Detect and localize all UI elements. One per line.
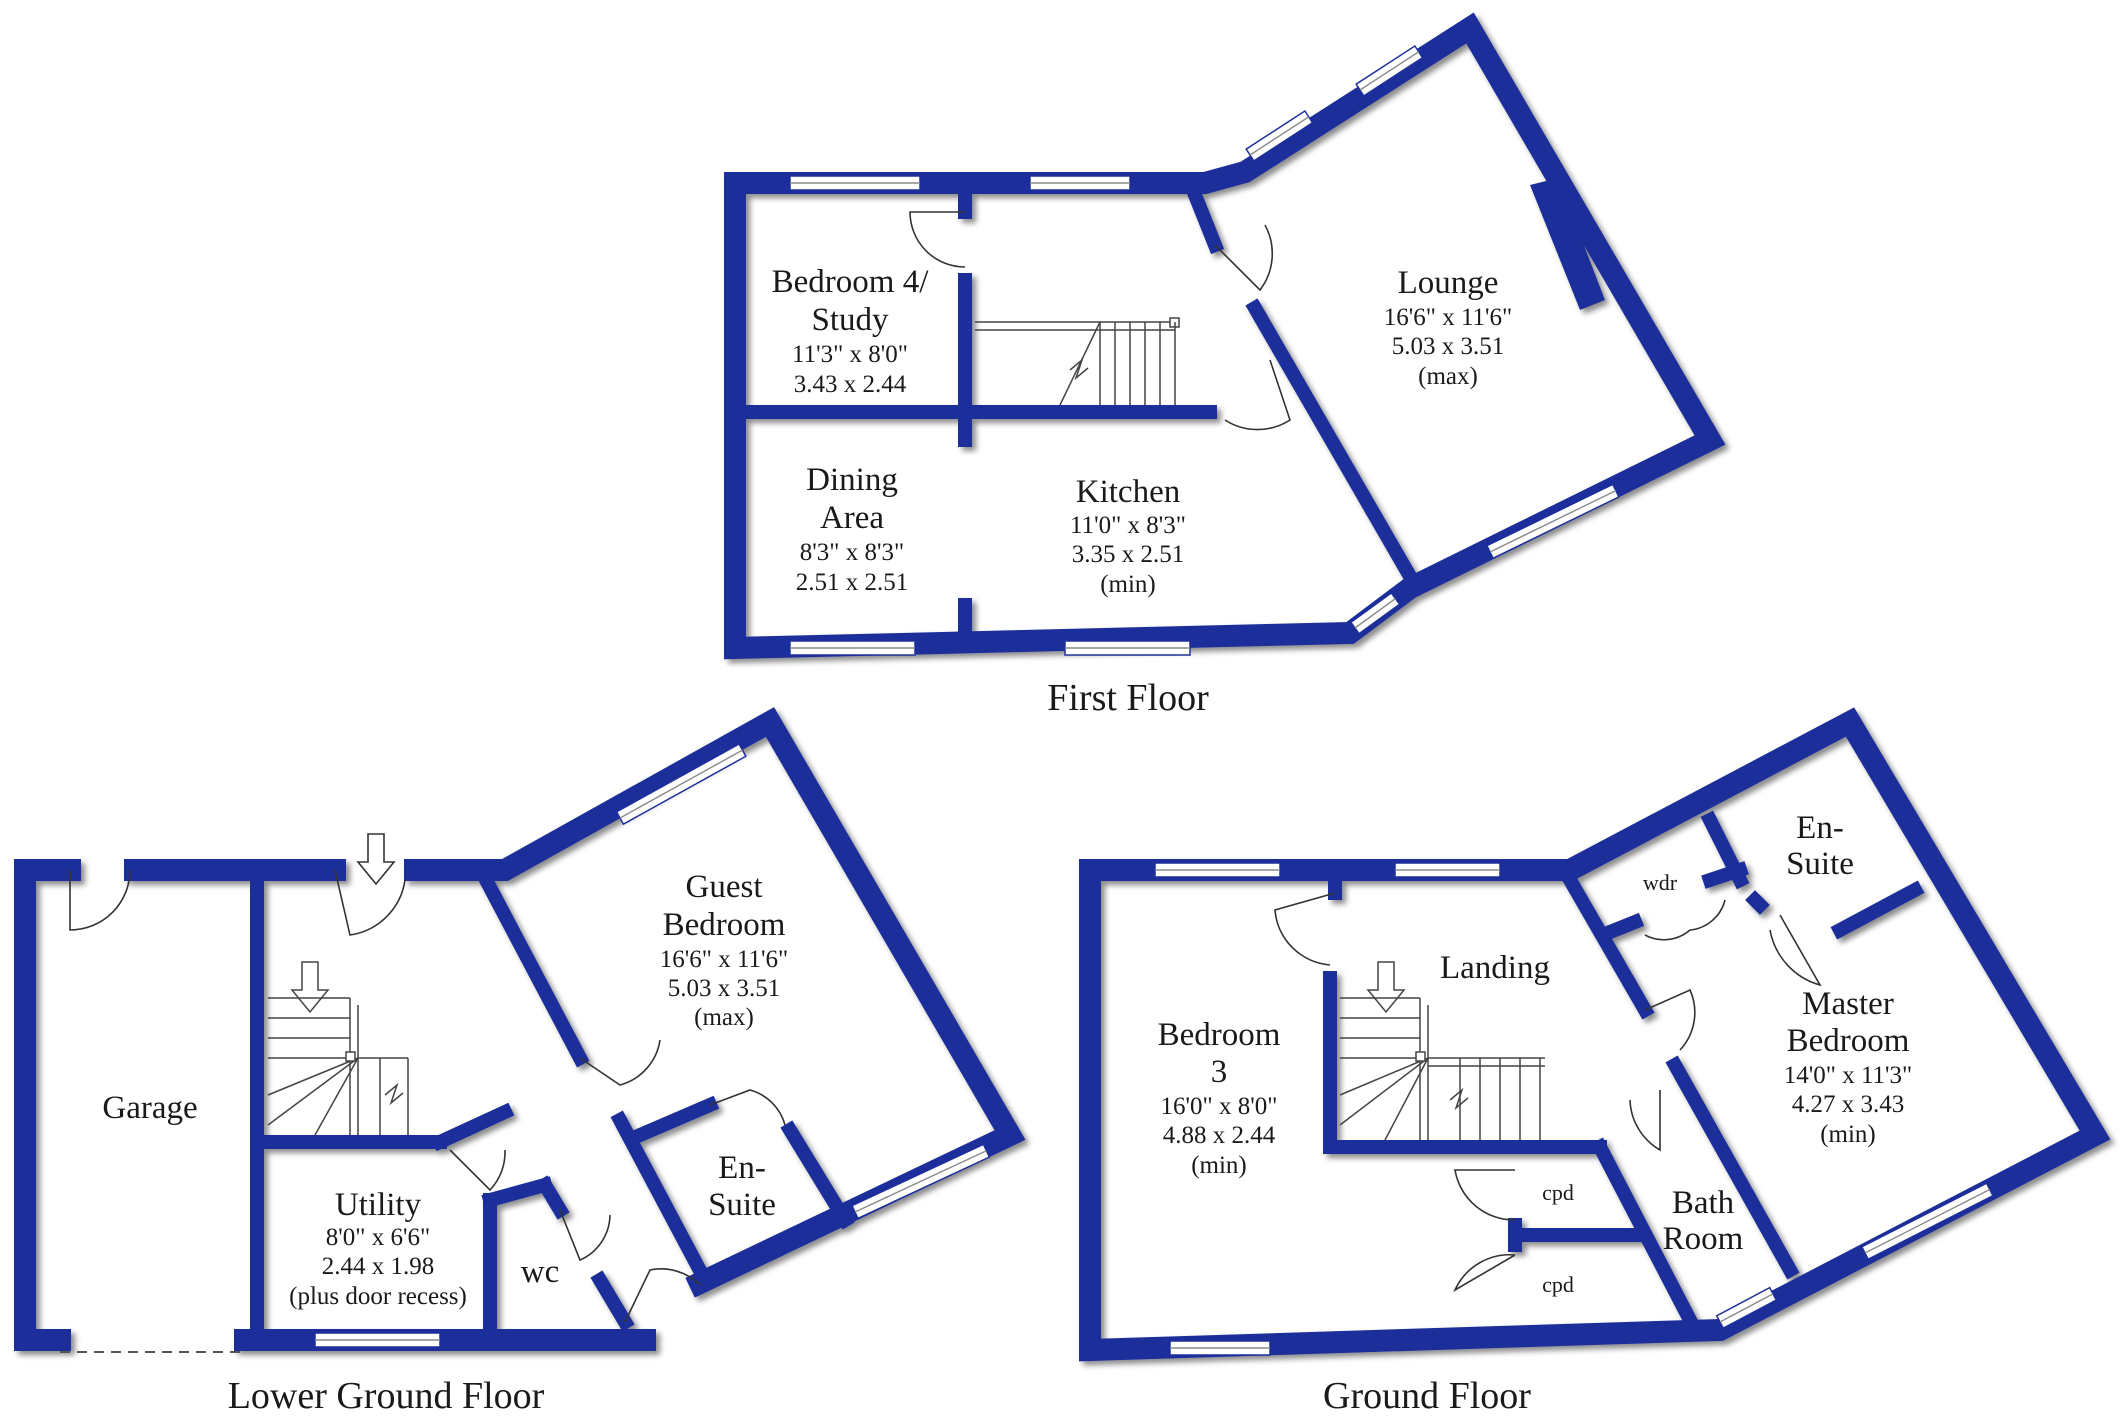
landing-name: Landing — [1440, 950, 1550, 986]
kitchen-metric: 3.35 x 2.51 — [1072, 541, 1185, 568]
lower-ground-floor-plan: Garage Guest Bedroom 16'6" x 11'6" 5.03 … — [14, 707, 1026, 1417]
bedroom3-name-2: 3 — [1211, 1054, 1228, 1090]
ground-floor-outer-wall — [1079, 707, 2111, 1362]
utility-imperial: 8'0" x 6'6" — [326, 1224, 430, 1251]
ground-wall-ensuite-south — [1830, 880, 1925, 940]
lower-floor-labels: Garage Guest Bedroom 16'6" x 11'6" 5.03 … — [102, 869, 788, 1417]
bedroom4-imperial: 11'3" x 8'0" — [792, 341, 908, 368]
bathroom-name-2: Room — [1663, 1221, 1744, 1257]
ground-floor-labels: Bedroom 3 16'0" x 8'0" 4.88 x 2.44 (min)… — [1158, 810, 1913, 1417]
lower-wall-ensuite-east — [780, 1120, 855, 1230]
lounge-imperial: 16'6" x 11'6" — [1384, 304, 1513, 331]
ground-wall-bath-east — [1665, 1055, 1800, 1280]
kitchen-note: (min) — [1100, 571, 1156, 598]
lower-floor-windows — [314, 742, 991, 1348]
ground-ensuite-name: En- — [1796, 810, 1844, 846]
chimney-breast — [1530, 178, 1605, 310]
ground-wall-wdr-stub — [1600, 912, 1645, 942]
cupboard-2-name: cpd — [1542, 1272, 1574, 1297]
ground-floor-doors — [1274, 892, 1822, 1292]
bedroom3-note: (min) — [1191, 1152, 1247, 1179]
bedroom3-name: Bedroom — [1158, 1017, 1281, 1053]
lower-floor-stairs — [267, 961, 409, 1136]
utility-metric: 2.44 x 1.98 — [322, 1253, 435, 1280]
master-bedroom-note: (min) — [1820, 1121, 1876, 1148]
lounge-note: (max) — [1418, 363, 1478, 390]
kitchen-imperial: 11'0" x 8'3" — [1070, 512, 1186, 539]
entrance-arrow-icon — [356, 833, 396, 886]
master-bedroom-metric: 4.27 x 3.43 — [1792, 1091, 1905, 1118]
kitchen-name: Kitchen — [1076, 474, 1180, 510]
wdr-name: wdr — [1643, 870, 1678, 895]
ground-floor-plan: Bedroom 3 16'0" x 8'0" 4.88 x 2.44 (min)… — [1079, 707, 2111, 1417]
ground-floor-title: Ground Floor — [1323, 1375, 1531, 1417]
guest-bedroom-note: (max) — [694, 1004, 754, 1031]
lower-wall-ensuite-top — [630, 1095, 720, 1145]
ground-floor-windows — [1154, 862, 1994, 1356]
bedroom3-metric: 4.88 x 2.44 — [1163, 1122, 1276, 1149]
garage-name: Garage — [102, 1090, 197, 1126]
first-floor-stairs — [975, 317, 1180, 406]
wc-name: wc — [521, 1254, 559, 1290]
lounge-name: Lounge — [1398, 265, 1499, 301]
lower-wall-wc-top — [481, 1176, 554, 1209]
ground-stairs-down-arrow-icon — [1366, 961, 1406, 1014]
utility-note: (plus door recess) — [289, 1283, 467, 1310]
lounge-metric: 5.03 x 3.51 — [1392, 333, 1505, 360]
dining-metric: 2.51 x 2.51 — [796, 569, 909, 596]
dining-imperial: 8'3" x 8'3" — [800, 539, 904, 566]
first-floor-wall-stub — [1185, 185, 1225, 255]
bedroom4-metric: 3.43 x 2.44 — [794, 371, 907, 398]
lower-ground-floor-title: Lower Ground Floor — [228, 1375, 545, 1417]
first-floor-wall-kitchen-lounge — [1245, 298, 1425, 595]
first-floor-windows — [789, 44, 1620, 656]
ground-wall-wdr-mid — [1701, 861, 1749, 889]
ground-ensuite-name-2: Suite — [1786, 846, 1854, 882]
guest-bedroom-metric: 5.03 x 3.51 — [668, 975, 781, 1002]
first-floor-title: First Floor — [1047, 677, 1209, 719]
bedroom3-imperial: 16'0" x 8'0" — [1161, 1093, 1278, 1120]
lower-wall-guest-west — [475, 868, 590, 1068]
lower-ensuite-name: En- — [718, 1150, 766, 1186]
lower-ensuite-name-2: Suite — [708, 1187, 776, 1223]
lower-floor-outer-wall — [14, 859, 81, 1351]
utility-name: Utility — [335, 1187, 422, 1223]
lower-wall-utility-north-2 — [430, 1102, 515, 1152]
lower-floor-doors — [69, 869, 786, 1323]
master-bedroom-imperial: 14'0" x 11'3" — [1784, 1062, 1913, 1089]
cupboard-1-name: cpd — [1542, 1180, 1574, 1205]
ground-wall-wdr-west — [1560, 870, 1655, 1020]
guest-bedroom-imperial: 16'6" x 11'6" — [660, 946, 789, 973]
guest-bedroom-name: Guest — [686, 869, 763, 905]
guest-bedroom-name-2: Bedroom — [663, 907, 786, 943]
lower-wall-wc-top-2 — [535, 1175, 570, 1220]
bedroom4-name: Bedroom 4/ — [772, 264, 930, 300]
stairs-down-arrow-icon — [290, 961, 330, 1014]
first-floor-doors — [909, 211, 1291, 431]
ground-wall-ensuite-stub — [1745, 890, 1770, 915]
first-floor-plan: Bedroom 4/ Study 11'3" x 8'0" 3.43 x 2.4… — [724, 12, 1726, 719]
dining-name-2: Area — [820, 500, 884, 536]
ground-floor-stairs — [1339, 961, 1545, 1141]
master-bedroom-name: Master — [1802, 986, 1894, 1022]
bedroom4-name-2: Study — [811, 302, 889, 338]
lower-wall-ensuite-west — [610, 1110, 715, 1290]
master-bedroom-name-2: Bedroom — [1787, 1023, 1910, 1059]
lower-wall-wc-east — [590, 1270, 635, 1332]
first-floor-labels: Bedroom 4/ Study 11'3" x 8'0" 3.43 x 2.4… — [772, 264, 1513, 719]
bathroom-name: Bath — [1672, 1185, 1735, 1221]
dining-name: Dining — [806, 462, 898, 498]
